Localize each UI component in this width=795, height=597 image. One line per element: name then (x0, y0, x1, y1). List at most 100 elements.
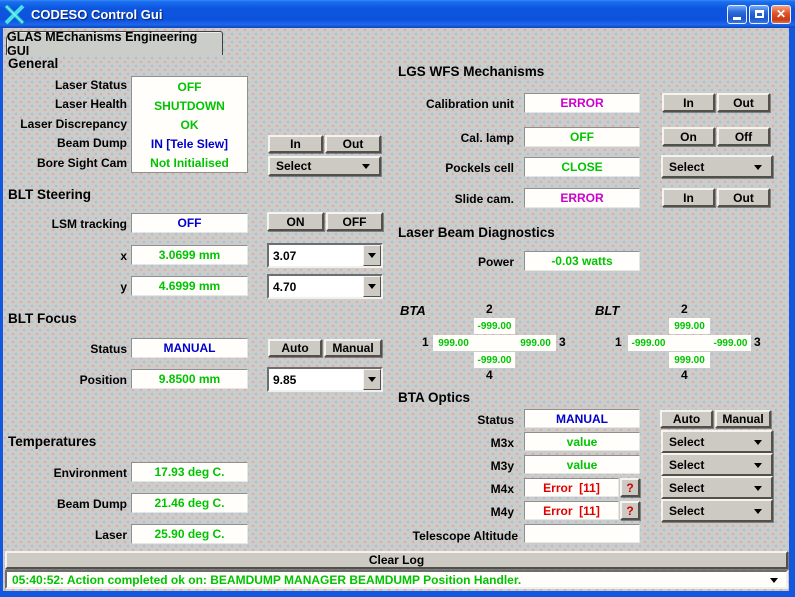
select-label: Select (669, 503, 705, 518)
lsm-tracking-value: OFF (131, 213, 248, 233)
blt-top-value: 999.00 (669, 318, 710, 334)
chevron-down-icon (770, 577, 778, 583)
laser-status-value: OFF (177, 79, 202, 94)
laser-temp-value: 25.90 deg C. (131, 524, 248, 544)
m4x-value: Error [11] (524, 478, 619, 497)
chevron-down-icon (754, 439, 762, 445)
cal-lamp-label: Cal. lamp (460, 131, 514, 145)
close-icon: ✕ (775, 7, 787, 21)
cal-lamp-on-button[interactable]: On (662, 127, 715, 146)
m4x-error-help-button[interactable]: ? (620, 478, 640, 497)
minimize-button[interactable] (727, 4, 747, 24)
calibration-unit-label: Calibration unit (426, 97, 514, 111)
m4y-error-help-button[interactable]: ? (620, 501, 640, 520)
codeso-x-icon (4, 3, 26, 25)
slide-cam-in-button[interactable]: In (662, 188, 715, 207)
steering-x-combo[interactable] (267, 243, 383, 268)
environment-temp-label: Environment (53, 466, 127, 480)
m3y-label: M3y (490, 459, 514, 473)
focus-position-combo[interactable] (267, 367, 383, 392)
maximize-icon (754, 10, 764, 18)
m3x-select[interactable]: Select (661, 430, 773, 453)
lsm-on-button[interactable]: ON (267, 212, 324, 231)
chevron-down-icon (362, 164, 370, 169)
clear-log-button[interactable]: Clear Log (5, 551, 788, 569)
beam-dump-temp-label: Beam Dump (56, 497, 127, 511)
select-label: Select (669, 159, 705, 174)
optics-auto-button[interactable]: Auto (660, 410, 713, 428)
section-blt-steering-title: BLT Steering (8, 187, 92, 202)
beam-dump-label: Beam Dump (56, 136, 127, 150)
select-label: Select (276, 159, 312, 173)
steering-x-combo-input[interactable] (270, 246, 361, 265)
chevron-down-icon (368, 284, 376, 289)
minimize-icon (733, 17, 741, 20)
bta-pos3-label: 3 (559, 335, 566, 349)
blt-diagram-label: BLT (595, 303, 620, 318)
maximize-button[interactable] (749, 4, 769, 24)
chevron-down-icon (368, 377, 376, 382)
slide-cam-out-button[interactable]: Out (717, 188, 770, 207)
bore-sight-cam-select[interactable]: Select (268, 156, 381, 176)
laser-health-label: Laser Health (54, 97, 127, 111)
steering-y-combo-input[interactable] (270, 277, 361, 296)
select-label: Select (669, 457, 705, 472)
close-button[interactable]: ✕ (771, 4, 791, 24)
bta-pos4-label: 4 (486, 368, 493, 382)
slide-cam-label: Slide cam. (454, 192, 514, 206)
chevron-down-icon (754, 462, 762, 468)
beam-dump-in-button[interactable]: In (268, 135, 323, 153)
m4x-select[interactable]: Select (661, 476, 773, 499)
m4y-select[interactable]: Select (661, 499, 773, 522)
focus-position-combo-input[interactable] (270, 370, 361, 389)
log-history-combo[interactable]: 05:40:52: Action completed ok on: BEAMDU… (5, 570, 788, 589)
blt-bottom-value: 999.00 (669, 352, 710, 368)
steering-y-label: y (120, 280, 127, 294)
section-lgs-wfs-title: LGS WFS Mechanisms (398, 64, 545, 79)
log-entry-text: 05:40:52: Action completed ok on: BEAMDU… (12, 572, 522, 587)
pockels-cell-select[interactable]: Select (661, 155, 773, 178)
optics-manual-button[interactable]: Manual (715, 410, 771, 428)
m3x-value: value (524, 432, 640, 451)
focus-position-label: Position (79, 373, 127, 387)
bore-sight-cam-label: Bore Sight Cam (36, 156, 127, 170)
m3y-value: value (524, 455, 640, 474)
focus-auto-button[interactable]: Auto (268, 339, 322, 357)
m4y-label: M4y (490, 505, 514, 519)
bta-right-value: 999.00 (515, 335, 556, 351)
blt-pos1-label: 1 (615, 335, 622, 349)
tab-glas-mechanisms[interactable]: GLAS MEchanisms Engineering GUI (6, 30, 223, 58)
lsm-off-button[interactable]: OFF (326, 212, 383, 231)
laser-discrepancy-label: Laser Discrepancy (20, 117, 127, 131)
m4y-value: Error [11] (524, 501, 619, 520)
power-value: -0.03 watts (524, 251, 640, 271)
blt-pos2-label: 2 (681, 302, 688, 316)
m4x-label: M4x (490, 482, 514, 496)
m3y-select[interactable]: Select (661, 453, 773, 476)
focus-status-label: Status (90, 342, 127, 356)
pockels-cell-label: Pockels cell (445, 161, 514, 175)
calibration-in-button[interactable]: In (662, 93, 715, 112)
slide-cam-value: ERROR (524, 188, 640, 208)
focus-manual-button[interactable]: Manual (324, 339, 382, 357)
beam-dump-out-button[interactable]: Out (325, 135, 381, 153)
chevron-down-icon (754, 485, 762, 491)
pockels-cell-value: CLOSE (524, 157, 640, 177)
cal-lamp-off-button[interactable]: Off (717, 127, 770, 146)
bta-pos2-label: 2 (486, 302, 493, 316)
focus-position-combo-arrow[interactable] (363, 369, 381, 390)
laser-temp-label: Laser (94, 528, 127, 542)
steering-y-value: 4.6999 mm (131, 276, 248, 296)
steering-y-combo[interactable] (267, 274, 383, 299)
blt-center-cell (669, 335, 710, 351)
steering-x-combo-arrow[interactable] (363, 245, 381, 266)
environment-temp-value: 17.93 deg C. (131, 462, 248, 482)
laser-discrepancy-value: OK (180, 117, 199, 132)
titlebar[interactable]: CODESO Control Gui ✕ (0, 0, 795, 28)
laser-health-value: SHUTDOWN (154, 98, 225, 113)
steering-y-combo-arrow[interactable] (363, 276, 381, 297)
beam-dump-temp-value: 21.46 deg C. (131, 493, 248, 513)
calibration-out-button[interactable]: Out (717, 93, 770, 112)
section-bta-optics-title: BTA Optics (398, 390, 471, 405)
